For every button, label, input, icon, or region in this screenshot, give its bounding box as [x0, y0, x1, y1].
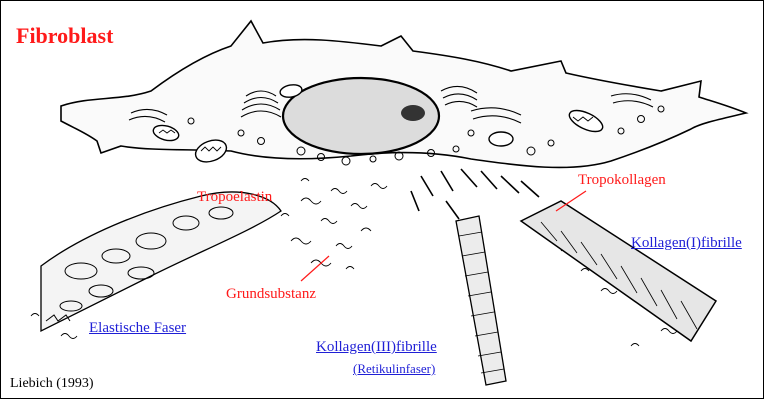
- tropokollagen-label: Tropokollagen: [578, 173, 666, 188]
- elastische-faser-link[interactable]: Elastische Faser: [89, 321, 186, 336]
- collagen-III-fibril: [456, 216, 506, 385]
- collagen-I-fibril: [521, 201, 716, 341]
- tropocollagen-streaks: [411, 169, 539, 219]
- grundsubstanz-label: Grundsubstanz: [226, 287, 316, 302]
- figure-title: Fibroblast: [16, 25, 113, 47]
- retikulinfaser-link[interactable]: (Retikulinfaser): [353, 362, 435, 375]
- source-citation: Liebich (1993): [10, 377, 94, 391]
- nucleolus: [401, 105, 425, 121]
- tropoelastin-label: Tropoelastin: [197, 190, 272, 205]
- kollagen-3-fibrille-link[interactable]: Kollagen(III)fibrille: [316, 340, 437, 355]
- kollagen-1-fibrille-link[interactable]: Kollagen(I)fibrille: [631, 236, 742, 251]
